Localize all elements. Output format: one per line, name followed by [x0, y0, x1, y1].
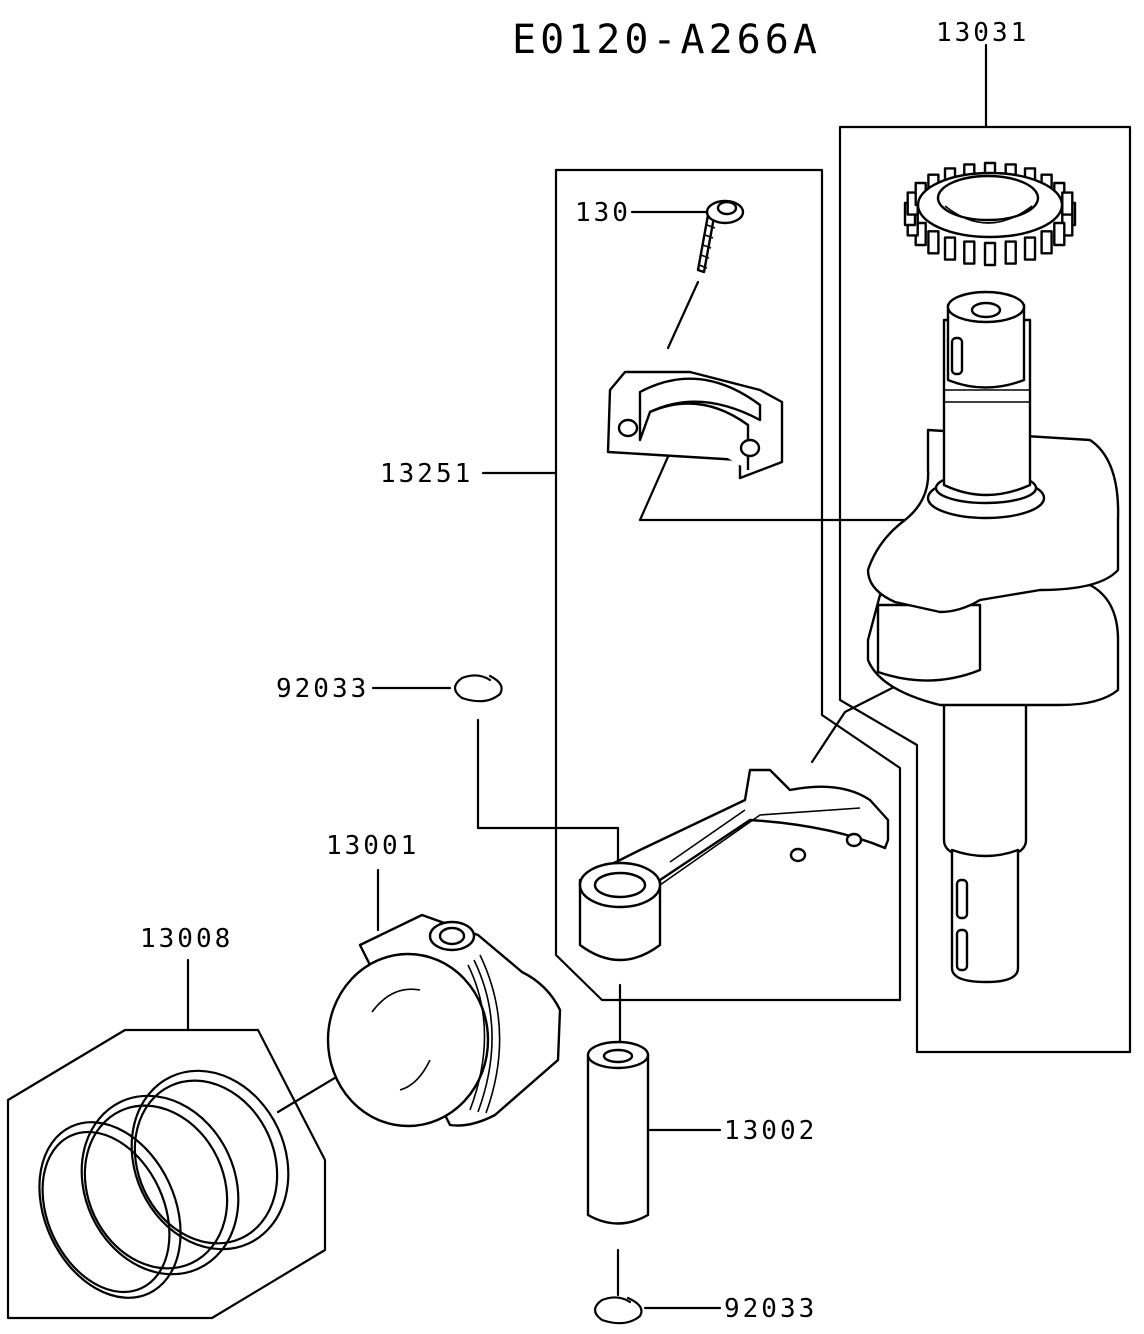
gear-tooth — [1061, 191, 1074, 216]
gear-tooth — [983, 241, 997, 267]
gear-tooth — [1053, 221, 1066, 247]
part-label-piston-pin: 13002 — [724, 1116, 818, 1146]
connecting-rod — [578, 768, 890, 962]
piston-pin — [586, 1040, 650, 1225]
timing-gear — [903, 161, 1077, 267]
circlip-lower — [593, 1296, 643, 1325]
gear-tooth — [1040, 230, 1053, 255]
circlip-to-rod-line — [476, 718, 620, 874]
bolt-to-cap-line — [666, 280, 700, 350]
part-label-bolt: 130 — [575, 198, 631, 228]
part-label-circlip-lower: 92033 — [724, 1294, 818, 1324]
connecting-rod-group-frame — [554, 168, 902, 1002]
part-label-circlip-upper: 92033 — [276, 674, 370, 704]
part-label-piston: 13001 — [326, 831, 420, 861]
crankshaft-group-frame — [838, 43, 1132, 1054]
piston — [326, 913, 562, 1128]
bolt — [696, 199, 745, 274]
gear-tooth — [1004, 240, 1017, 265]
gear-tooth — [927, 230, 940, 255]
rings-group-frame — [6, 1028, 327, 1320]
part-label-piston-rings: 13008 — [140, 924, 234, 954]
circlip-upper — [453, 674, 503, 703]
piston-rings — [38, 1069, 290, 1299]
diagram-code: E0120-A266A — [512, 17, 821, 63]
gear-tooth — [1023, 236, 1037, 261]
part-label-crankshaft: 13031 — [936, 18, 1030, 48]
rod-cap — [606, 370, 784, 480]
crankshaft — [866, 290, 1120, 984]
gear-tooth — [943, 236, 957, 261]
part-label-connecting-rod: 13251 — [380, 459, 474, 489]
gear-tooth — [963, 240, 976, 265]
rod-to-crankpin-line — [810, 678, 910, 764]
